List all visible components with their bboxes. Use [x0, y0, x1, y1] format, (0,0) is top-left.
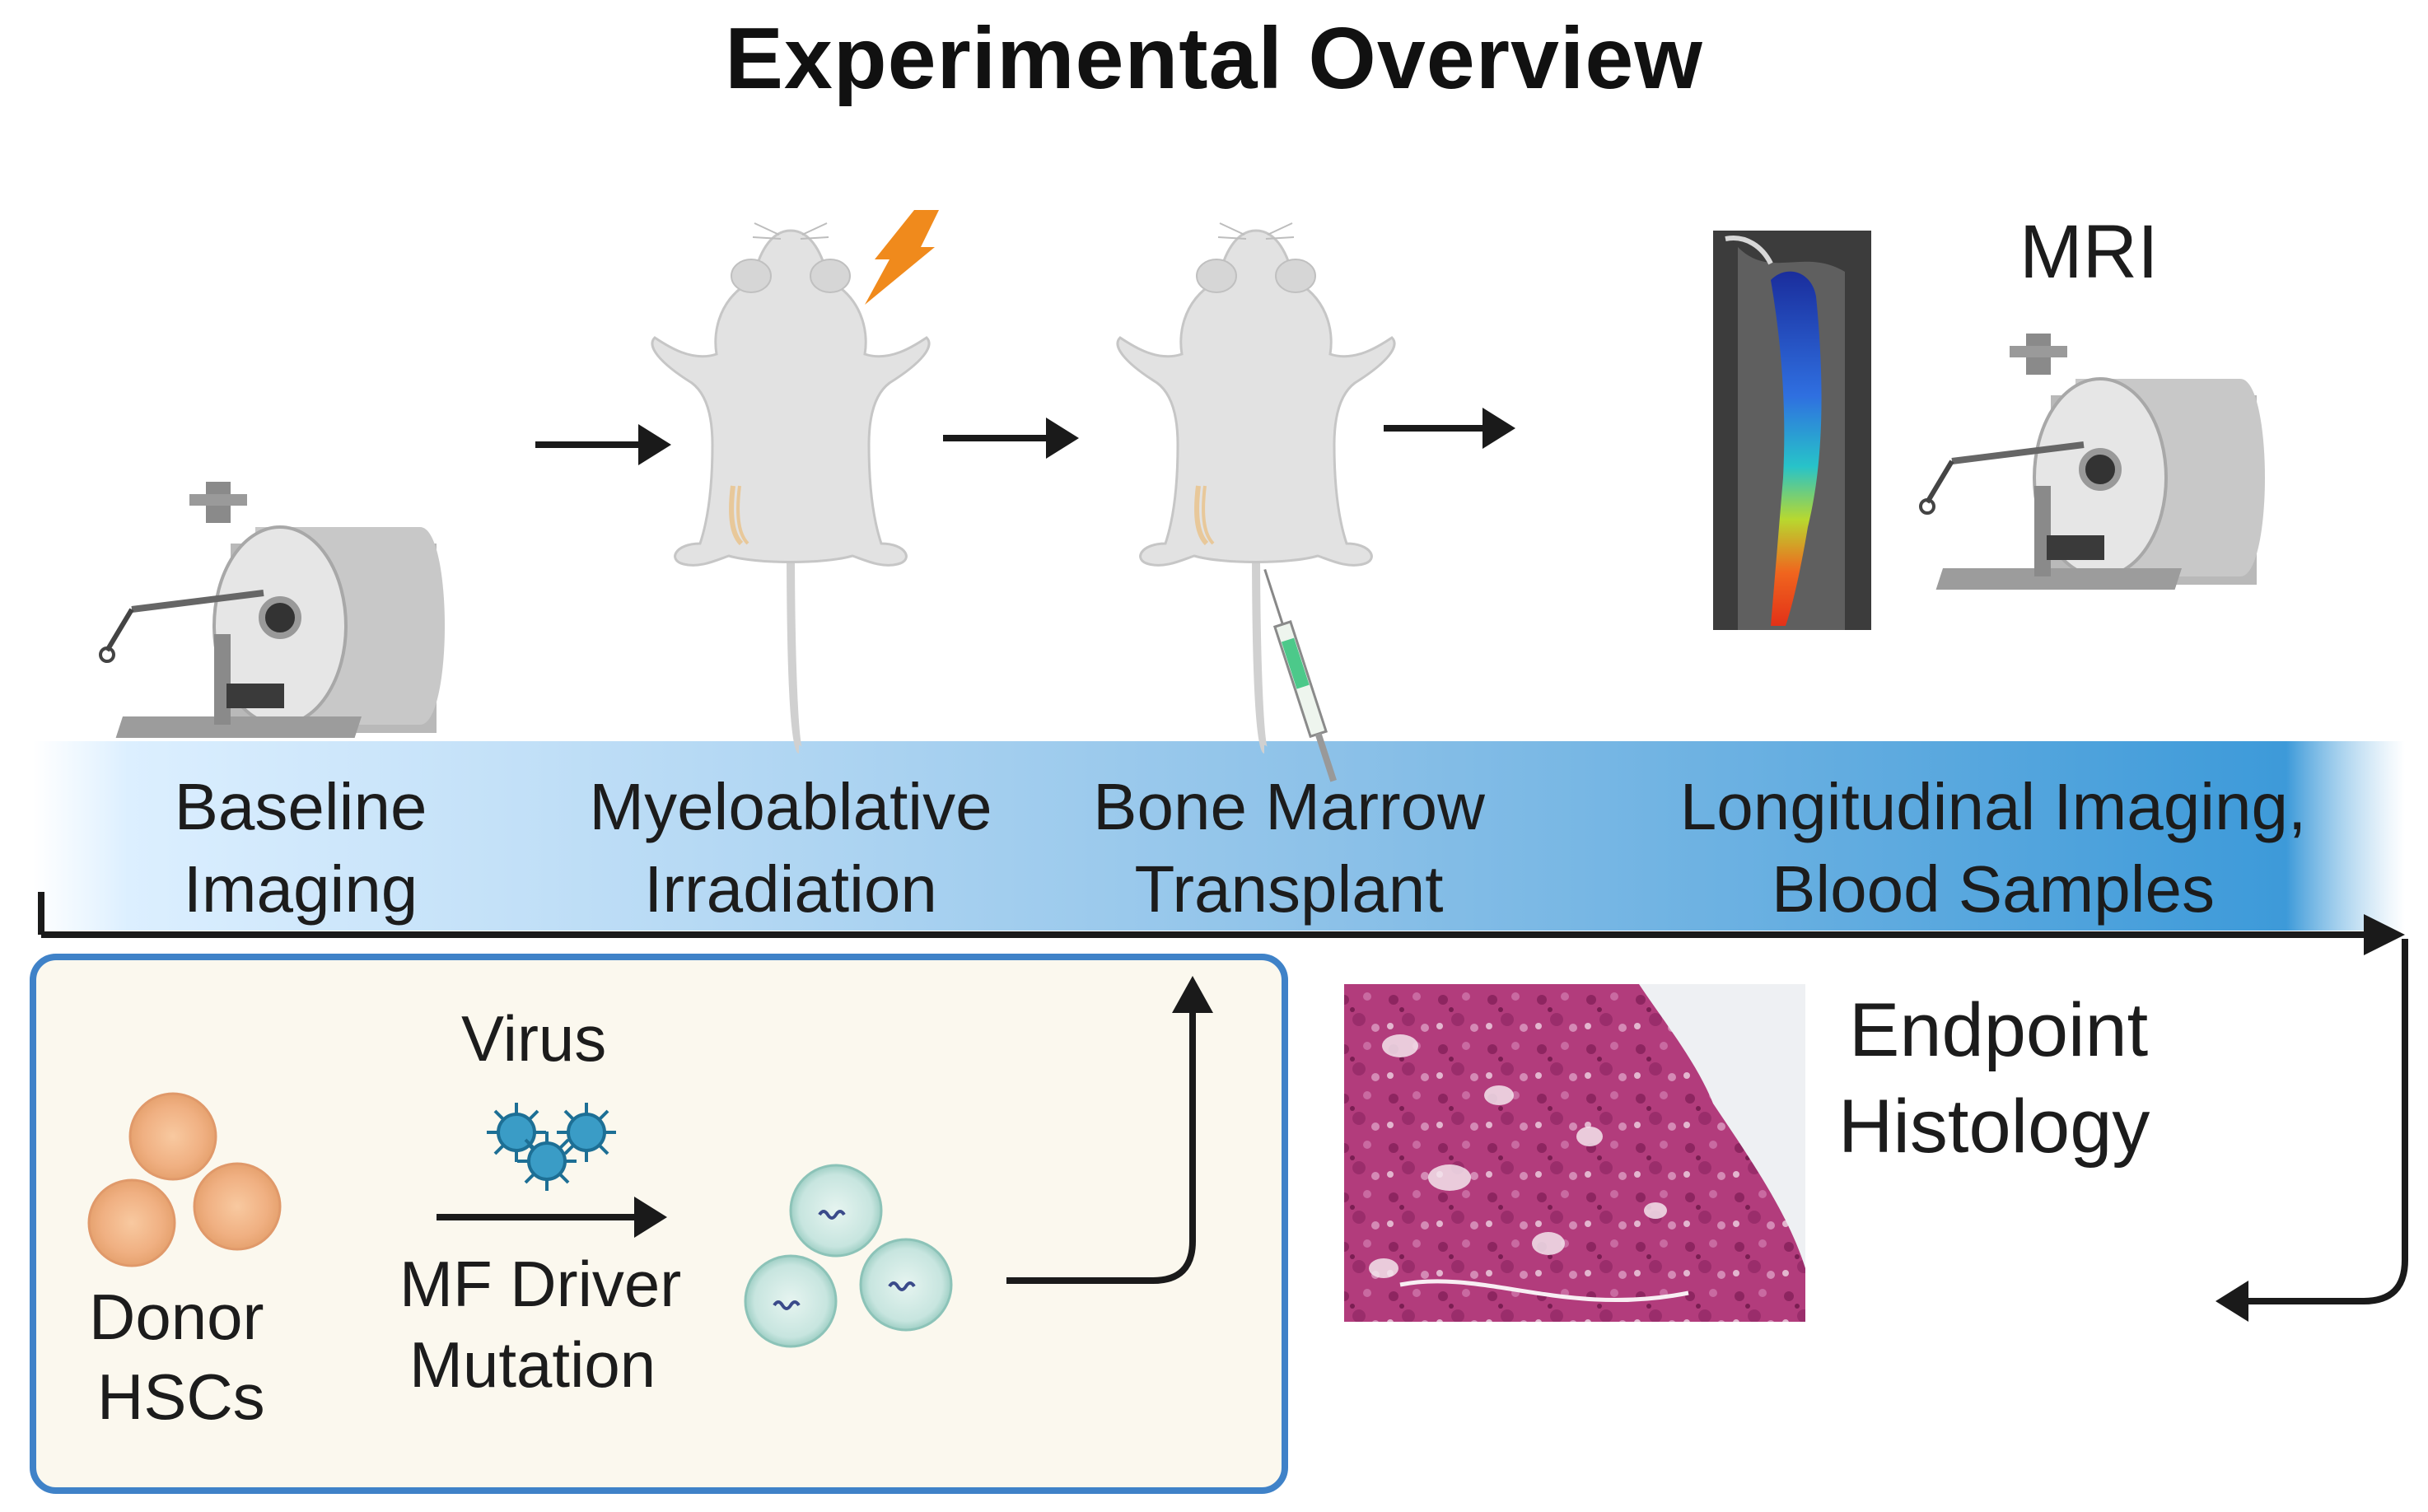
stage-label-longitudinal: Longitudinal Imaging, Blood Samples	[1679, 770, 2307, 926]
mouse-icon	[652, 223, 929, 754]
histology-return-arrow	[2240, 939, 2408, 1304]
transplant-up-arrow	[1006, 1001, 1196, 1284]
stage-label-baseline: Baseline Imaging	[174, 770, 427, 926]
donor-label: Donor	[89, 1281, 264, 1353]
lightning-icon	[865, 210, 939, 305]
donor-cell-icon	[87, 1092, 282, 1267]
timeline-bar	[33, 741, 2405, 931]
mutation-label: Mutation	[409, 1328, 656, 1401]
mri-image	[1713, 231, 1871, 630]
syringe-icon	[1263, 569, 1337, 782]
histology-return-arrowhead	[2216, 1281, 2248, 1322]
flow-arrowhead	[1046, 418, 1079, 459]
page-title: Experimental Overview	[725, 10, 1703, 107]
hscs-label: HSCs	[97, 1360, 265, 1433]
mutation-arrowhead	[634, 1197, 667, 1238]
transduced-cell-icon	[744, 1164, 953, 1348]
mouse-icon	[1118, 223, 1394, 754]
virus-label: Virus	[461, 1002, 607, 1075]
endpoint-label: Endpoint	[1849, 988, 2149, 1072]
inset-box	[30, 954, 1288, 1494]
mri-scanner-icon	[100, 482, 445, 738]
stage-label-transplant: Bone Marrow Transplant	[1093, 770, 1485, 926]
virus-icon	[555, 1101, 618, 1164]
mri-label: MRI	[2019, 210, 2159, 294]
transplant-up-arrowhead	[1172, 976, 1213, 1013]
histology-label: Histology	[1838, 1085, 2150, 1169]
stage-label-irradiation: Myeloablative Irradiation	[589, 770, 992, 926]
flow-arrowhead	[1482, 408, 1515, 449]
flow-arrowhead	[638, 424, 671, 465]
histology-image	[1344, 984, 1805, 1322]
mri-scanner-icon	[1921, 334, 2265, 590]
timeline-arrowhead	[2364, 914, 2405, 955]
mf-driver-label: MF Driver	[399, 1248, 682, 1320]
virus-icon	[516, 1130, 578, 1192]
